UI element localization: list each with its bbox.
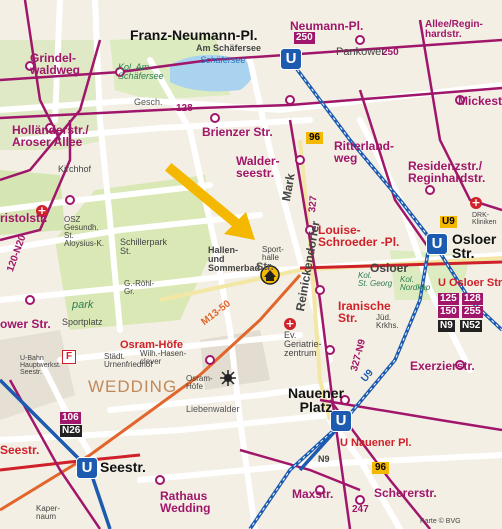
label-g-roehl: G.-Röhl- Gr.: [124, 279, 155, 296]
label-osz: OSZ Gesundh. St. Aloysius-K.: [64, 215, 105, 248]
ubahn-osloer-icon[interactable]: U: [426, 233, 448, 255]
badge-255: 255: [462, 306, 483, 318]
label-hollanderstr: Holländerstr./ Aroser Allee: [12, 123, 89, 149]
label-ower-str: ower Str.: [0, 317, 51, 331]
label-kol-nordkap: Kol. Nordkap: [400, 275, 431, 292]
label-am-schaefersee: Am Schäfersee: [196, 43, 262, 53]
badge-96-top: 96: [306, 132, 324, 144]
label-ev-geriatrie: Ev. Geriatrie- zentrum: [284, 330, 322, 358]
label-brienzer: Brienzer Str.: [202, 125, 273, 139]
ubahn-franz-neumann-icon[interactable]: U: [280, 48, 302, 70]
label-pankower: Pankower: [336, 46, 385, 58]
label-route-n9: N9: [318, 454, 330, 464]
label-louise-schroeder: Louise- Schroeder -Pl.: [318, 223, 400, 249]
label-ubahn-hauptwerkstatt: U-Bahn Hauptwerkst. Seestr.: [20, 355, 61, 376]
label-waldeseestr: Walder- seestr.: [236, 154, 280, 180]
label-osloer-str: Osloer Str.: [452, 231, 497, 261]
green-area-kirchhof: [0, 170, 65, 235]
label-route-247: 247: [352, 504, 369, 515]
label-drk-kliniken: DRK- Kliniken: [472, 212, 497, 226]
badge-106: 106: [60, 412, 81, 424]
label-gesch: Gesch.: [134, 97, 163, 107]
label-maxstr: Maxstr.: [292, 487, 334, 501]
label-osram-hoefe: Osram-Höfe: [120, 339, 183, 351]
label-schaefersee: Schäfersee: [200, 55, 246, 65]
label-iranische: Iranische Str.: [338, 299, 391, 325]
label-osloer-street: Osloer: [370, 261, 409, 275]
label-jued-krkhs: Jüd. Krkhs.: [376, 313, 399, 330]
tram-line-osloer: [299, 260, 502, 270]
label-park: park: [72, 299, 94, 311]
label-hallen-sommerbad: Hallen- und Sommerbad: [208, 245, 261, 273]
label-allee-regin: Allee/Regin- hardstr.: [425, 19, 483, 40]
label-schillerpark: Schillerpark St.: [120, 237, 168, 256]
badge-96-bottom: 96: [372, 462, 390, 474]
map-copyright: Karte © BVG: [420, 518, 461, 525]
location-arrow: [164, 162, 255, 240]
ubahn-seestr-icon[interactable]: U: [76, 457, 98, 479]
label-nauener-platz: Nauener Platz: [288, 385, 345, 415]
hospital-drk-icon: +: [470, 196, 482, 209]
label-grindelwaldweg: Grindel- waldweg: [30, 51, 81, 77]
label-urnenfriedhof: Städt. Urnenfriedhof: [104, 352, 153, 369]
label-route-128: 128: [176, 103, 193, 114]
label-mickest: Mickest: [458, 94, 502, 108]
hospital-aloysius-icon: +: [36, 204, 48, 217]
badge-n26: N26: [60, 425, 83, 437]
badge-125: 125: [438, 293, 459, 305]
label-osram-hoefe-small: Osram- Höfe: [186, 374, 213, 391]
badge-f: F: [62, 350, 77, 364]
label-ritterlandweg: Ritterland- weg: [334, 139, 394, 165]
label-liebenwalder: Liebenwalder: [186, 404, 240, 414]
label-ristolstr: ristolstr.: [0, 211, 48, 225]
label-sporthalle: Sport- halle: [262, 245, 284, 262]
tram-line-m13: [0, 274, 302, 512]
label-residenzstr: Residenzstr./ Reginhardstr.: [408, 159, 486, 185]
label-wilh-hasenclever: Wilh.-Hasen- clever: [140, 349, 187, 366]
hospital-geriatrie-icon: +: [284, 317, 296, 330]
label-franz-neumann-pl: Franz-Neumann-Pl.: [130, 27, 258, 43]
label-sportplatz: Sportplatz: [62, 317, 103, 327]
tram-line-seestr: [0, 453, 141, 472]
badge-128: 128: [462, 293, 483, 305]
label-route-250: 250: [382, 47, 399, 58]
schaefersee-water: [170, 55, 253, 92]
label-wedding: WEDDING: [88, 377, 178, 396]
badge-150: 150: [438, 306, 459, 318]
badge-n52: N52: [460, 320, 483, 332]
label-kapernaum: Kaper- naum: [36, 504, 61, 521]
badge-n9: N9: [438, 320, 455, 332]
label-schererstr: Schererstr.: [374, 486, 437, 500]
label-neumann-pl: Neumann-Pl.: [290, 19, 364, 33]
label-u-osloer-str: U Osloer Str.: [438, 277, 502, 289]
label-kirchhof: Kirchhof: [58, 164, 92, 174]
label-kol-am-schaefersee: Kol. Am Schäfersee: [118, 62, 164, 81]
label-route-327: 327: [307, 195, 320, 213]
label-str-small: Str.: [256, 261, 274, 273]
label-seestr-red: Seestr.: [0, 443, 40, 457]
label-rathaus-wedding: Rathaus Wedding: [160, 489, 211, 515]
badge-250: 250: [294, 32, 315, 44]
label-kol-st-georg: Kol. St. Georg: [358, 271, 393, 288]
badge-u9: U9: [440, 216, 457, 228]
label-seestr-u: Seestr.: [100, 459, 146, 475]
label-exerzierstr: Exerzierstr.: [410, 359, 475, 373]
label-u-nauener-pl: U Nauener Pl.: [340, 437, 412, 449]
ubahn-nauener-icon[interactable]: U: [330, 410, 352, 432]
